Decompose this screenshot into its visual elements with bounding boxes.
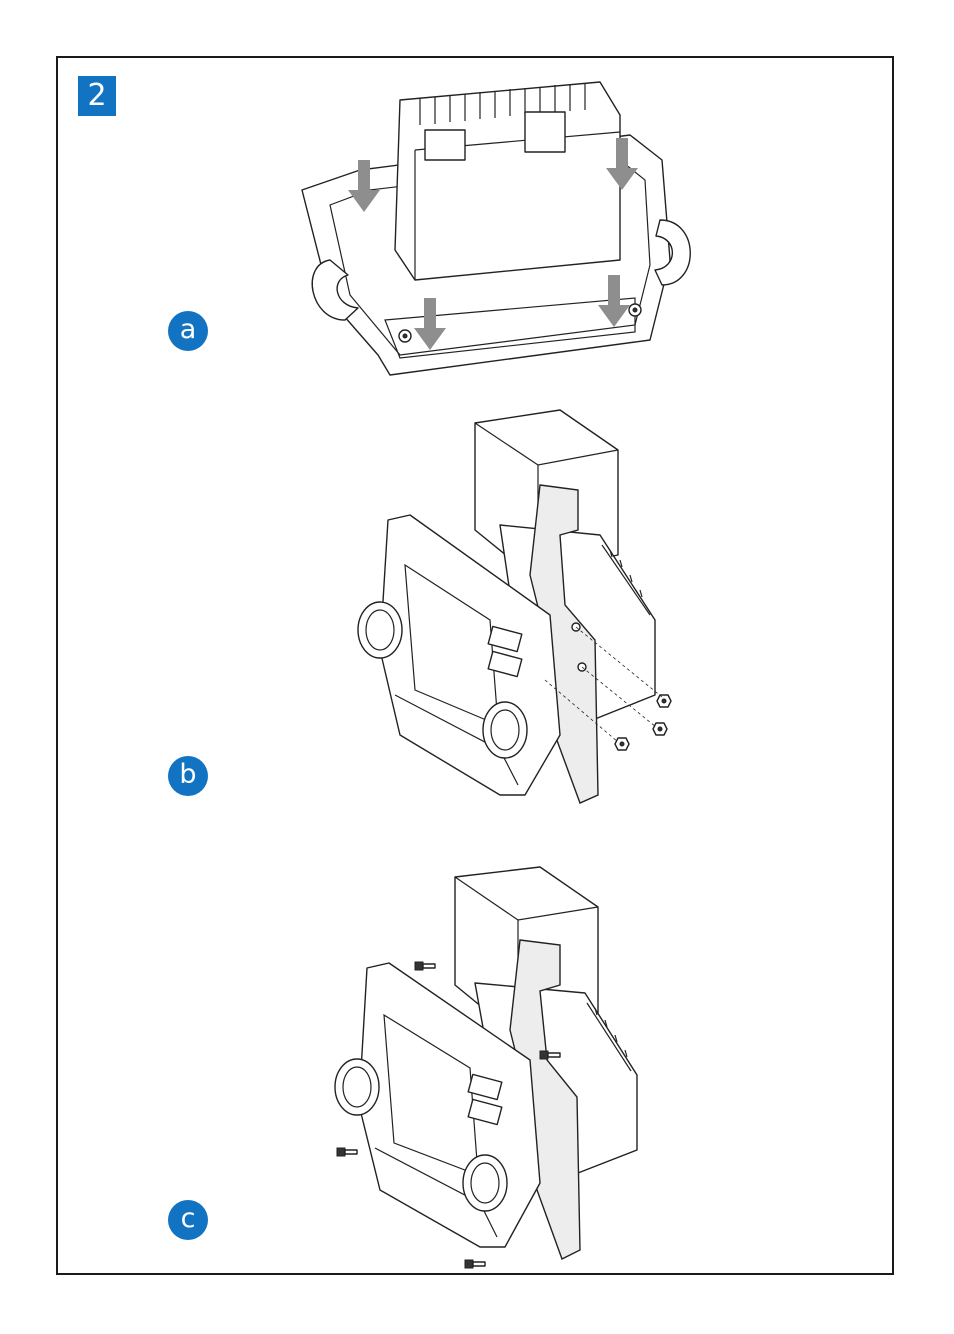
screw-icon (657, 695, 671, 707)
screw-icon (337, 1148, 357, 1156)
screw-icon (465, 1260, 485, 1268)
illustration-b (350, 405, 680, 815)
screw-icon (653, 723, 667, 735)
screw-icon (615, 738, 629, 750)
screw-icon (415, 962, 435, 970)
substep-badge-c: c (168, 1200, 208, 1240)
substep-badge-b: b (168, 756, 208, 796)
illustration-a (290, 70, 720, 390)
head-unit-body (395, 82, 620, 280)
illustration-c (325, 865, 655, 1280)
step-number-badge: 2 (78, 76, 116, 116)
substep-badge-a: a (168, 311, 208, 351)
